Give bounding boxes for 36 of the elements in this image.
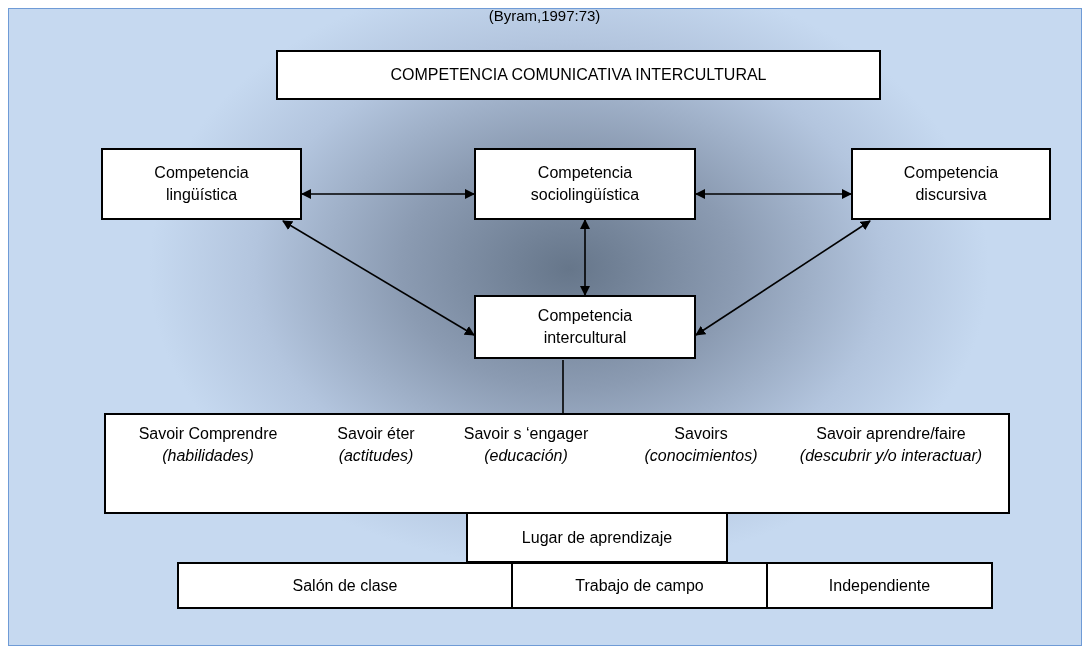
savoir-description: (descubrir y/o interactuar) <box>798 446 984 466</box>
concept-box <box>474 295 696 359</box>
box-text: Competencia discursiva <box>902 163 1000 205</box>
savoir-description: (conocimientos) <box>643 446 759 466</box>
concept-box <box>177 562 513 609</box>
box-text: Salón de clase <box>292 575 398 596</box>
box-text: COMPETENCIA COMUNICATIVA INTERCULTURAL <box>390 65 767 85</box>
concept-box <box>101 148 302 220</box>
double-arrow <box>301 189 475 199</box>
title-box <box>276 50 881 100</box>
box-text: Competencia sociolingüística <box>529 163 641 205</box>
savoir-label: Savoir éter <box>336 424 416 444</box>
category-box <box>466 512 728 563</box>
citation: (Byram,1997:73) <box>488 7 601 24</box>
box-text: Trabajo de campo <box>575 575 704 596</box>
box-text: Independiente <box>828 575 931 596</box>
savoir-description: (actitudes) <box>337 446 415 466</box>
savoir-label: Savoir s ‘engager <box>462 424 590 444</box>
savoir-label: Savoir Comprendre <box>137 424 279 444</box>
savoir-label: Savoir aprendre/faire <box>815 424 967 444</box>
double-arrow <box>695 189 852 199</box>
savoir-box <box>104 413 1010 514</box>
box-text: Lugar de aprendizaje <box>521 527 673 548</box>
connector-line <box>562 359 564 414</box>
double-arrow <box>282 220 475 336</box>
double-arrow <box>580 219 590 296</box>
box-text: Competencia lingüística <box>153 163 250 205</box>
concept-box <box>511 562 768 609</box>
concept-box <box>474 148 696 220</box>
savoir-description: (educación) <box>483 446 569 466</box>
savoir-description: (habilidades) <box>161 446 255 466</box>
box-text: Competencia intercultural <box>536 306 634 348</box>
concept-box <box>766 562 993 609</box>
savoir-label: Savoirs <box>673 424 729 444</box>
double-arrow <box>695 220 871 336</box>
concept-box <box>851 148 1051 220</box>
